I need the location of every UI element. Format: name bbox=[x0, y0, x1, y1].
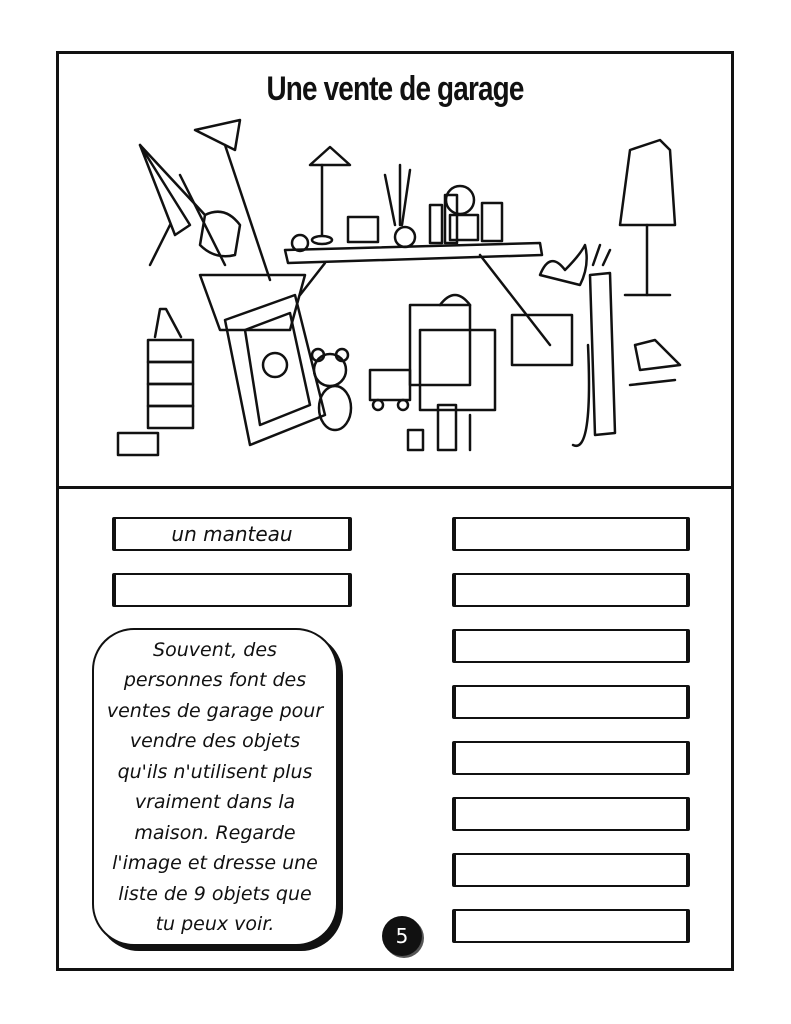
golf-bag-drawing bbox=[571, 243, 617, 448]
instruction-line: liste de 9 objets que bbox=[118, 882, 312, 905]
answer-box-8[interactable] bbox=[452, 797, 690, 831]
page-title: Une vente de garage bbox=[266, 70, 524, 108]
answer-box-9[interactable] bbox=[452, 853, 690, 887]
instruction-line: personnes font des bbox=[123, 669, 307, 691]
section-divider bbox=[56, 486, 734, 489]
bags-drawing bbox=[408, 293, 497, 412]
dollhouse-drawing bbox=[510, 243, 588, 367]
instruction-line: ventes de garage pour bbox=[106, 699, 324, 722]
answer-box-6[interactable] bbox=[452, 685, 690, 719]
instruction-line: tu peux voir. bbox=[155, 913, 275, 935]
page-number: 5 bbox=[382, 916, 422, 956]
table-items-drawing bbox=[290, 145, 504, 253]
instructions-box: Souvent, des personnes font des ventes d… bbox=[92, 628, 338, 946]
instruction-line: maison. Regarde bbox=[134, 821, 296, 844]
rake-drawing bbox=[193, 118, 272, 282]
answer-box-2[interactable] bbox=[112, 573, 352, 607]
instruction-line: vraiment dans la bbox=[134, 791, 296, 813]
instruction-line: l'image et dresse une bbox=[112, 852, 318, 874]
instruction-line: qu'ils n'utilisent plus bbox=[117, 760, 313, 783]
answer-box-4[interactable] bbox=[452, 573, 690, 607]
answer-box-3[interactable] bbox=[452, 517, 690, 551]
answer-box-7[interactable] bbox=[452, 741, 690, 775]
garage-sale-illustration bbox=[116, 118, 682, 457]
wheelbarrow-drawing bbox=[198, 273, 307, 332]
shovel-drawing bbox=[178, 173, 242, 267]
answer-box-1[interactable]: un manteau bbox=[112, 517, 352, 551]
framed-painting-drawing bbox=[223, 293, 327, 447]
page-frame bbox=[56, 51, 734, 971]
teddy-bear-drawing bbox=[310, 347, 353, 432]
answer-box-10[interactable] bbox=[452, 909, 690, 943]
instruction-line: vendre des objets bbox=[129, 730, 301, 752]
blocks-drawing bbox=[406, 403, 472, 452]
table-drawing bbox=[283, 241, 552, 347]
coat-drawing bbox=[618, 138, 677, 297]
answer-box-5[interactable] bbox=[452, 629, 690, 663]
boxes-drawing bbox=[116, 307, 195, 457]
toy-car-drawing bbox=[368, 368, 412, 412]
instruction-line: Souvent, des bbox=[153, 638, 277, 661]
skates-drawing bbox=[628, 338, 682, 387]
